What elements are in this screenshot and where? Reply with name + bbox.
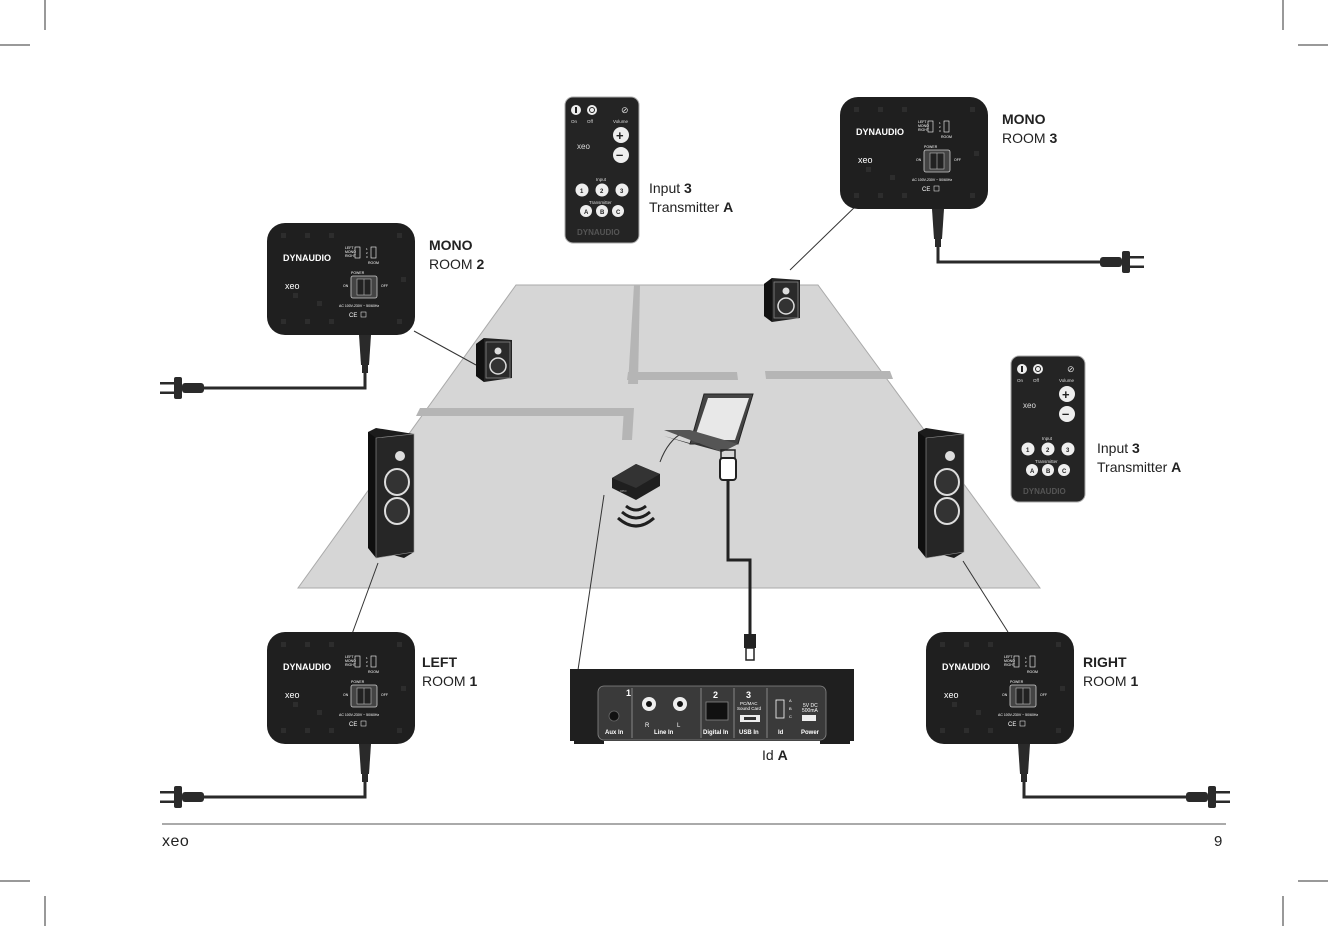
box-id-c: C [789,714,792,719]
box-pcmac-1: PC/MAC [740,701,758,706]
label-right-room1: RIGHT ROOM 1 [1083,654,1139,689]
usb-cable [719,449,756,661]
bookshelf-speaker-room2 [475,337,513,383]
label-left-room1: LEFT ROOM 1 [422,654,478,689]
rear-panel-mono-room2 [266,222,416,336]
remote-control-top [564,96,640,244]
box-line-r: R [645,723,650,729]
remote-control-right [1010,355,1086,503]
rear-panel-left-room1 [266,631,416,745]
svg-text:xeo: xeo [620,488,627,493]
label-transmitter-id: Id A [762,747,788,763]
box-power: Power [801,730,820,736]
box-aux-in: Aux In [605,730,624,736]
bookshelf-speaker-room3 [763,277,801,323]
rear-panel-mono-room3 [839,96,989,210]
box-id-a: A [789,698,792,703]
rear-panel-right-room1 [925,631,1075,745]
tower-speaker-right [917,427,965,559]
box-pcmac-2: Sound Card [737,706,762,711]
box-line-l: L [677,723,681,729]
page-number: 9 [1214,833,1223,850]
label-remote-top: Input 3 Transmitter A [649,180,734,215]
box-section-1: 1 [626,688,631,698]
transmitter-box-rear [570,669,854,744]
label-line1: MONO [429,237,473,253]
box-dc-2: 500mA [802,708,819,714]
box-line-in: Line In [654,730,674,736]
box-section-3: 3 [746,690,751,700]
label-mono-room3: MONO ROOM 3 [1002,111,1058,146]
tower-speaker-left [367,427,415,559]
box-id-b: B [789,706,792,711]
laptop-icon [664,393,754,452]
box-usb-in: USB In [739,730,759,736]
label-remote-right: Input 3 Transmitter A [1097,440,1182,475]
box-digital-in: Digital In [703,730,729,736]
label-mono-room2: MONO ROOM 2 [429,237,485,272]
box-dc-1: 5V DC [803,703,818,709]
footer-brand: xeo [162,833,190,850]
wireless-router-icon: xeo [612,464,660,500]
power-cords [160,209,1230,808]
box-section-2: 2 [713,690,718,700]
wireless-signal-icon [617,504,655,528]
box-id: Id [778,730,784,736]
